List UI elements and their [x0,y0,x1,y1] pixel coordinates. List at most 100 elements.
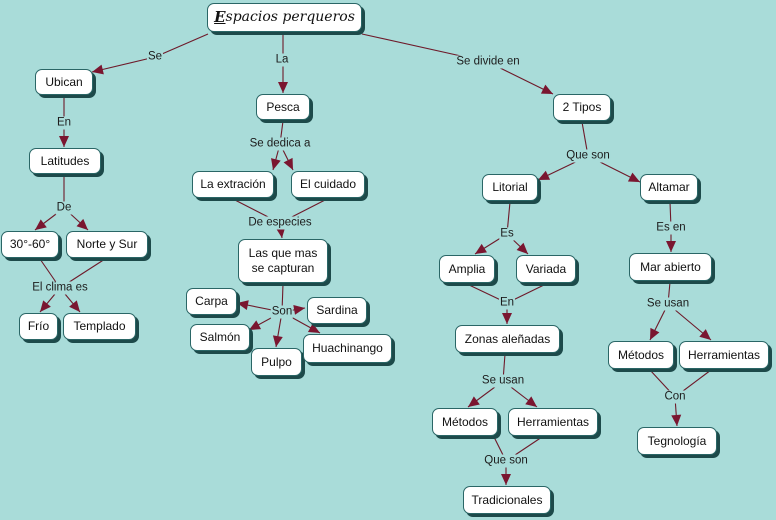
title-rest: spacios perqueros [225,9,355,25]
node-huachinango: Huachinango [303,334,392,363]
arrowhead [92,64,104,75]
arrowhead [35,219,47,230]
arrowhead [671,414,682,426]
arrowhead [468,396,480,407]
arrowhead [293,304,305,315]
label-se-dedica-a: Se dedica a [248,137,312,151]
node-30-60-text: 30°-60° [9,237,51,251]
label-se-usan-1: Se usan [480,374,526,388]
node-pulpo: Pulpo [251,348,302,376]
node-metodos-2-text: Métodos [617,347,665,362]
arrowhead [501,474,511,485]
node-templado: Templado [63,313,136,340]
node-zonas-alenadas: Zonas aleñadas [455,325,560,353]
label-que-son-2: Que son [483,454,529,468]
node-frio-text: Frío [27,319,50,333]
arrowhead [69,300,80,312]
node-la-extracion-text: La extración [200,177,266,191]
label-la: La [274,53,290,67]
node-huachinango-text: Huachinango [312,341,383,355]
node-litorial-text: Litorial [492,180,528,194]
label-se-divide-en: Se divide en [455,55,521,69]
label-en-2: En [498,296,516,310]
arrowhead [475,243,487,254]
node-el-cuidado: El cuidado [291,171,365,198]
node-metodos-1: Métodos [432,408,498,436]
arrowhead [525,396,537,407]
label-el-clima-es: El clima es [31,281,89,295]
node-2-tipos-text: 2 Tipos [562,100,602,114]
node-tradicionales: Tradicionales [463,486,551,514]
node-metodos-1-text: Métodos [441,414,489,429]
node-templado-text: Templado [73,319,126,333]
node-tradicionales-text: Tradicionales [471,492,543,507]
node-herramientas-1: Herramientas [508,408,598,436]
node-30-60: 30°-60° [1,231,59,258]
label-se-usan-2: Se usan [645,297,691,311]
node-sardina: Sardina [307,297,367,324]
node-la-extracion: La extración [192,171,274,198]
label-se: Se [146,50,164,64]
label-que-son-1: Que son [565,149,611,163]
arrowhead [59,136,69,147]
arrowhead [540,84,553,94]
arrowhead [699,329,711,340]
title-initial: E [214,8,226,26]
arrowhead [249,320,262,330]
label-son: Son [270,305,294,319]
arrowhead [516,242,528,254]
node-las-que-mas-line1: Las que mas [248,246,318,260]
arrowhead [627,172,640,182]
node-ubican: Ubican [35,69,93,95]
label-es: Es [499,227,515,241]
connector-line [154,33,209,58]
arrowhead [283,157,293,170]
arrowhead [272,335,283,347]
node-las-que-mas-line2: se capturan [251,261,315,275]
node-amplia-text: Amplia [448,261,486,276]
node-mar-abierto: Mar abierto [629,253,712,281]
node-litorial: Litorial [482,174,538,201]
node-salmon-text: Salmón [199,330,241,344]
node-2-tipos: 2 Tipos [553,94,611,121]
node-altamar-text: Altamar [648,180,690,194]
arrowhead [237,300,249,311]
node-pulpo-text: Pulpo [261,354,292,369]
node-zonas-alenadas-text: Zonas aleñadas [464,331,551,346]
arrowhead [307,323,320,333]
node-pesca-text: Pesca [266,99,300,114]
node-herramientas-1-text: Herramientas [516,414,590,429]
label-en: En [55,116,73,130]
node-norte-y-sur: Norte y Sur [66,231,148,258]
node-norte-y-sur-text: Norte y Sur [76,237,138,251]
node-latitudes-text: Latitudes [40,153,90,168]
node-amplia: Amplia [439,255,495,283]
node-carpa-text: Carpa [195,294,228,308]
label-con: Con [663,390,687,404]
node-herramientas-2: Herramientas [679,341,769,369]
node-frio: Frío [19,313,58,340]
node-herramientas-2-text: Herramientas [687,347,761,362]
node-variada-text: Variada [525,261,567,276]
arrowhead [538,170,551,180]
arrowhead [271,158,281,170]
node-metodos-2: Métodos [608,341,674,369]
label-de-especies: De especies [247,216,313,230]
node-mar-abierto-text: Mar abierto [640,259,701,274]
label-de: De [55,201,73,215]
node-latitudes: Latitudes [29,148,101,174]
node-ubican-text: Ubican [45,74,83,89]
node-sardina-text: Sardina [316,303,358,317]
arrowhead [76,218,88,230]
node-variada: Variada [516,255,576,283]
arrowhead [278,82,288,93]
node-altamar: Altamar [640,174,698,201]
node-salmon: Salmón [190,324,250,351]
label-es-en: Es en [655,221,687,235]
arrowhead [502,313,512,324]
node-tecnologia-text: Tegnología [647,433,707,448]
node-carpa: Carpa [186,288,237,315]
